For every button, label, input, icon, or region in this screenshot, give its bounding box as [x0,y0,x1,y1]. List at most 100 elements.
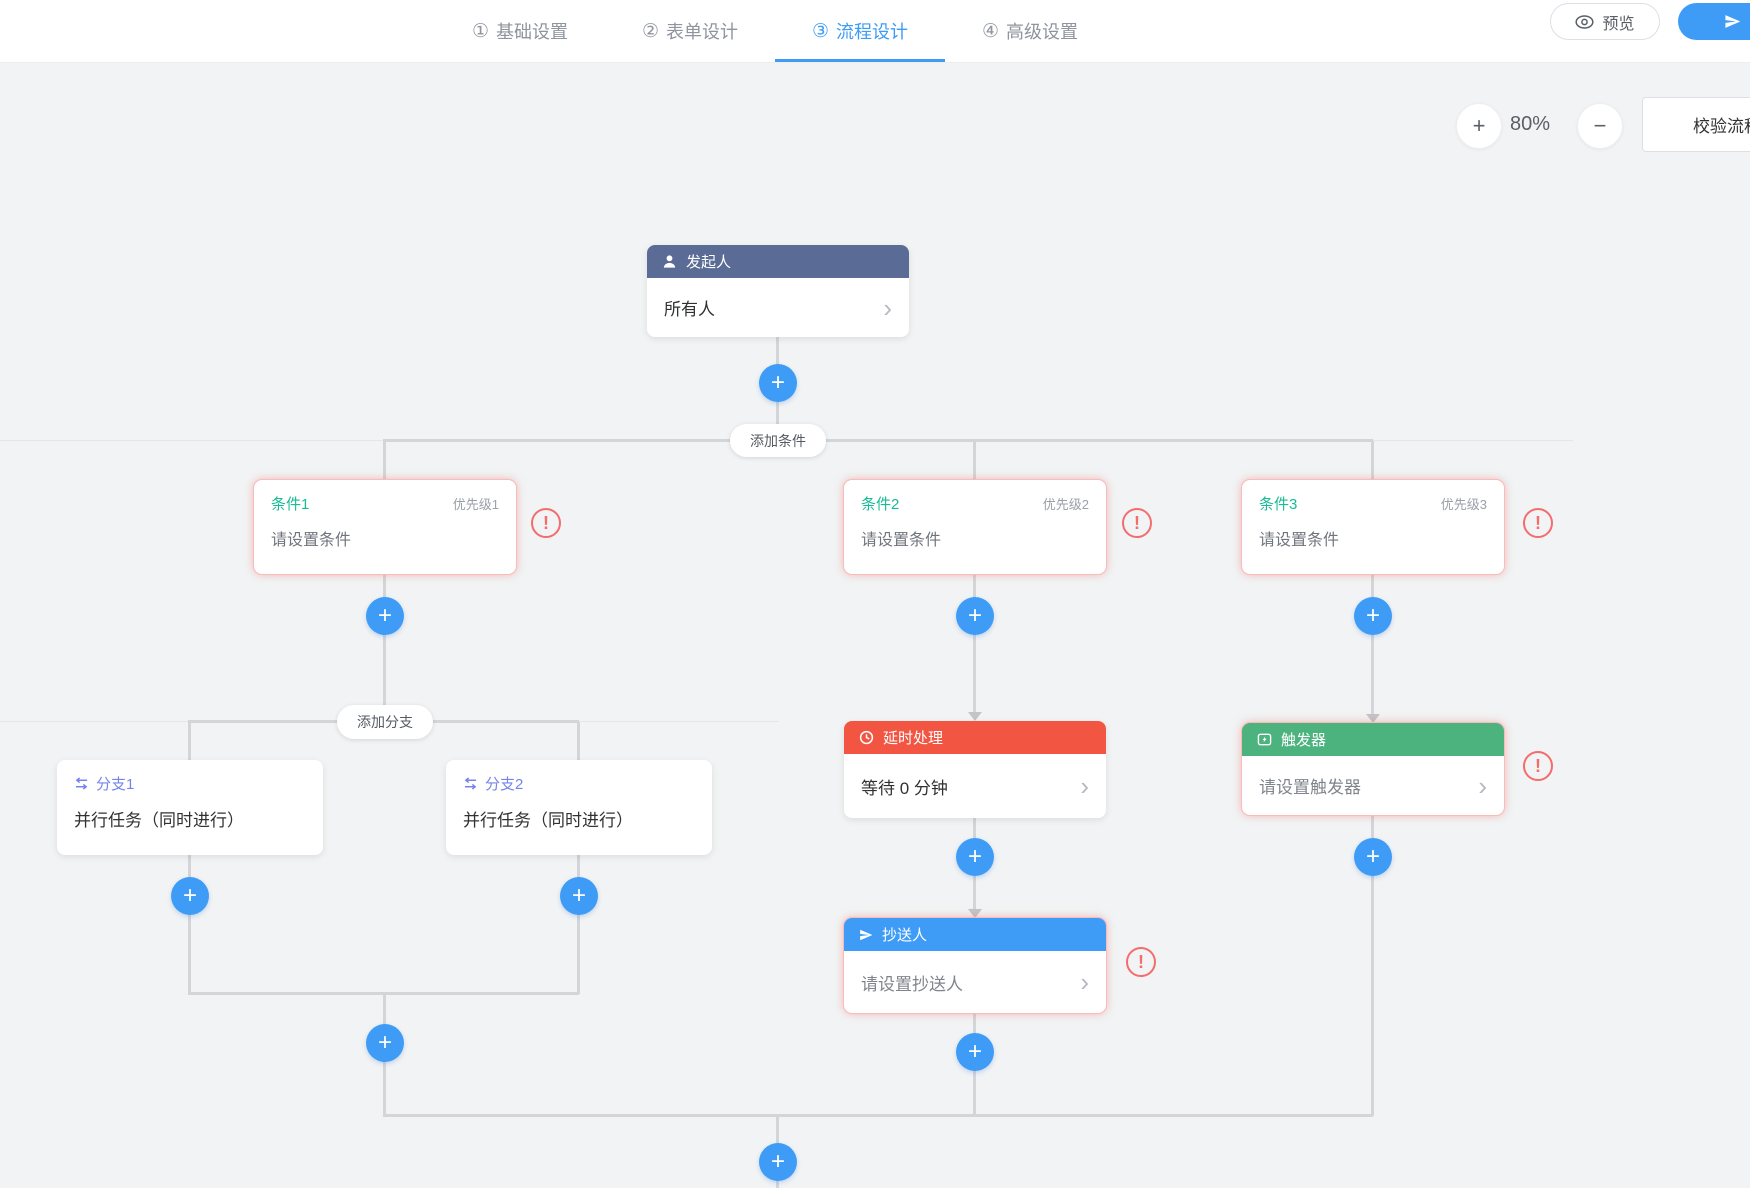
delay-node[interactable]: 延时处理 等待 0 分钟 › [844,721,1106,818]
chevron-right-icon: › [1080,771,1089,801]
branch-node-2[interactable]: 分支2 并行任务（同时进行） [446,760,712,855]
cc-node-value: 请设置抄送人 [861,974,963,994]
start-node-header: 发起人 [647,245,909,278]
tab-flow-design[interactable]: ③ 流程设计 [775,0,945,62]
condition-node-1[interactable]: 条件1 优先级1 请设置条件 [254,480,516,574]
tab-advanced-settings[interactable]: ④ 高级设置 [945,0,1115,62]
add-node-button[interactable]: + [560,877,598,915]
connector-line [383,574,386,722]
zoom-in-button[interactable]: + [1456,103,1502,149]
start-node-value: 所有人 [664,300,715,319]
trigger-icon [1257,732,1272,747]
cc-node-title: 抄送人 [882,927,928,944]
connector-line [973,441,976,480]
add-condition-button[interactable]: 添加条件 [730,424,826,457]
plus-icon: + [967,602,982,629]
condition-value: 请设置条件 [1259,532,1340,549]
add-condition-label: 添加条件 [750,432,806,449]
tab-label: 表单设计 [666,22,739,42]
condition-title-row: 条件1 优先级1 [271,493,499,514]
branch-title: 分支2 [463,773,695,794]
warning-icon: ! [1523,508,1553,538]
step-1-icon: ① [471,20,490,42]
add-node-button[interactable]: + [759,364,797,402]
exclamation-glyph: ! [1138,951,1144,972]
arrow-down-icon [1366,714,1380,723]
start-node[interactable]: 发起人 所有人 › [647,245,909,337]
add-node-button[interactable]: + [956,838,994,876]
preview-label: 预览 [1602,15,1635,33]
plus-icon: + [770,1148,785,1175]
person-icon [662,254,677,269]
branch-value: 并行任务（同时进行） [74,811,244,830]
tab-label: 高级设置 [1006,22,1079,42]
cc-node-header: 抄送人 [844,918,1106,951]
add-node-button[interactable]: + [366,1024,404,1062]
connector-line [1371,574,1374,717]
add-node-button[interactable]: + [1354,838,1392,876]
add-node-button[interactable]: + [759,1143,797,1181]
tab-basic-settings[interactable]: ① 基础设置 [435,0,605,62]
minus-icon: − [1593,113,1607,138]
connector-line [577,722,580,760]
plus-icon: + [1365,602,1380,629]
condition-priority: 优先级1 [452,497,499,512]
tab-label: 基础设置 [496,22,569,42]
condition-value: 请设置条件 [861,532,942,549]
plus-icon: + [377,602,392,629]
chevron-right-icon: › [1080,967,1089,997]
branch-merge-line [188,992,579,995]
add-node-button[interactable]: + [366,597,404,635]
condition-value: 请设置条件 [271,532,352,549]
add-branch-button[interactable]: 添加分支 [337,705,433,739]
tab-form-design[interactable]: ② 表单设计 [605,0,775,62]
condition-node-3[interactable]: 条件3 优先级3 请设置条件 [1242,480,1504,574]
add-node-button[interactable]: + [171,877,209,915]
warning-icon: ! [1126,947,1156,977]
validate-flow-button[interactable]: 校验流程 [1642,97,1750,152]
condition-node-2[interactable]: 条件2 优先级2 请设置条件 [844,480,1106,574]
connector-line [1371,815,1374,1116]
publish-button[interactable]: 发布 [1678,3,1750,40]
connector-line [188,855,191,994]
branch-value: 并行任务（同时进行） [463,811,633,830]
paper-plane-icon [1724,13,1741,30]
clock-icon [859,730,874,745]
step-2-icon: ② [641,20,660,42]
warning-icon: ! [531,508,561,538]
plus-icon: + [377,1029,392,1056]
branch-title-text: 分支2 [485,776,524,793]
warning-icon: ! [1122,508,1152,538]
plus-icon: + [967,843,982,870]
trigger-node-title: 触发器 [1281,732,1327,749]
connector-line [383,441,386,480]
condition-title: 条件2 [861,496,900,513]
exclamation-glyph: ! [543,512,549,533]
warning-icon: ! [1523,751,1553,781]
trigger-node-body: 请设置触发器 › [1242,756,1504,815]
plus-icon: + [1365,843,1380,870]
condition-title: 条件3 [1259,496,1298,513]
trigger-node-header: 触发器 [1242,723,1504,756]
step-4-icon: ④ [981,20,1000,42]
add-node-button[interactable]: + [956,597,994,635]
zoom-level: 80% [1510,113,1551,135]
branch-node-1[interactable]: 分支1 并行任务（同时进行） [57,760,323,855]
connector-line [973,574,976,715]
delay-node-body: 等待 0 分钟 › [844,754,1106,818]
connector-line [1371,441,1374,480]
flow-merge-line [383,1114,1373,1117]
add-node-button[interactable]: + [956,1033,994,1071]
cc-node[interactable]: 抄送人 请设置抄送人 › [844,918,1106,1013]
condition-priority: 优先级3 [1440,497,1487,512]
add-node-button[interactable]: + [1354,597,1392,635]
zoom-out-button[interactable]: − [1577,103,1623,149]
trigger-node[interactable]: 触发器 请设置触发器 › [1242,723,1504,815]
preview-button[interactable]: 预览 [1550,3,1660,40]
branch-title-text: 分支1 [96,776,135,793]
validate-label: 校验流程 [1693,117,1750,136]
plus-icon: + [770,369,785,396]
arrow-down-icon [968,909,982,918]
paper-plane-icon [859,928,873,942]
